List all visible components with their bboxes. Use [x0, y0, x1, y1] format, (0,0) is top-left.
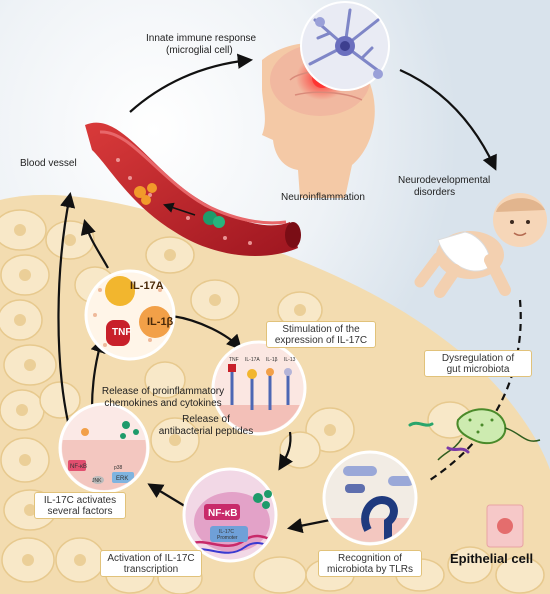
release-anti-text-1: Release of [182, 414, 230, 425]
neurodevelopmental-label-1: Neurodevelopmental [398, 175, 491, 186]
stimulation-box: Stimulation of the expression of IL-17C [266, 321, 376, 348]
innate-immune-label-2: (microglial cell) [166, 45, 233, 56]
cytokine-circle [84, 269, 176, 361]
activation-box: Activation of IL-17C transcription [100, 550, 202, 577]
receptor-il1b: IL-1β [266, 357, 278, 363]
jnk-signal: JNK [92, 478, 102, 484]
cytokine-il17a-text: IL-17A [130, 280, 164, 292]
release-pro-text-1: Release of proinflammatory [101, 386, 225, 397]
erk-signal: ERK [116, 476, 128, 482]
transcription-circle: NF-κB IL-17C Promoter [182, 467, 278, 563]
microglia-cell [300, 1, 390, 91]
neuroinflammation-label: Neuroinflammation [281, 192, 365, 203]
activation-text-2: transcription [123, 564, 179, 575]
stimulation-text-1: Stimulation of the [282, 324, 360, 335]
promoter-label-2: Promoter [217, 535, 238, 541]
release-proinflammatory-label: Release of proinflammatory chemokines an… [88, 386, 238, 410]
receptor-il13: IL-13 [284, 357, 296, 363]
stimulation-text-2: expression of IL-17C [274, 335, 368, 346]
blood-vessel-label: Blood vessel [20, 158, 77, 169]
dysregulation-text-1: Dysregulation of [441, 353, 515, 364]
blood-vessel [85, 122, 301, 256]
cytokine-tnf: TNF [112, 327, 131, 339]
dysregulation-box: Dysregulation of gut microbiota [424, 350, 532, 377]
epithelial-cell-label: Epithelial cell [450, 551, 534, 566]
tlr-circle [322, 450, 418, 546]
cytokine-tnf-text: TNF [112, 327, 132, 338]
cytokine-il1b-text: IL-1β [147, 316, 174, 328]
il17c-activates-text-2: several factors [47, 506, 113, 517]
innate-immune-label-1: Innate immune response [146, 33, 257, 44]
release-pro-text-2: chemokines and cytokines [104, 398, 222, 409]
p38-signal: p38 [114, 465, 123, 471]
recognition-text-2: microbiota by TLRs [327, 564, 413, 575]
receptor-il17a: IL-17A [245, 357, 260, 363]
activation-text-1: Activation of IL-17C [107, 553, 195, 564]
baby [414, 193, 547, 298]
nfkb-transcription-factor: NF-κB [208, 508, 237, 519]
recognition-text-1: Recognition of [338, 553, 402, 564]
neurodevelopmental-label-2: disorders [414, 187, 456, 198]
cytokine-il17a: IL-17A [130, 280, 164, 293]
epithelial-cell-icon [486, 504, 524, 548]
dysregulation-text-2: gut microbiota [446, 364, 510, 375]
gut-bacteria [408, 408, 541, 461]
release-antibacterial-label: Release of antibacterial peptides [136, 414, 276, 438]
il17c-activates-text-1: IL-17C activates [43, 495, 117, 506]
recognition-box: Recognition of microbiota by TLRs [318, 550, 422, 577]
cytokine-il1b: IL-1β [147, 316, 173, 329]
receptor-tnf: TNF [229, 357, 239, 363]
promoter-label-1: IL-17C [219, 529, 234, 535]
release-anti-text-2: antibacterial peptides [158, 426, 254, 437]
signaling-circle: NF-κB ERK p38 JNK [58, 402, 150, 494]
il17c-activates-box: IL-17C activates several factors [34, 492, 126, 519]
nfkb-signal: NF-κB [70, 464, 87, 470]
